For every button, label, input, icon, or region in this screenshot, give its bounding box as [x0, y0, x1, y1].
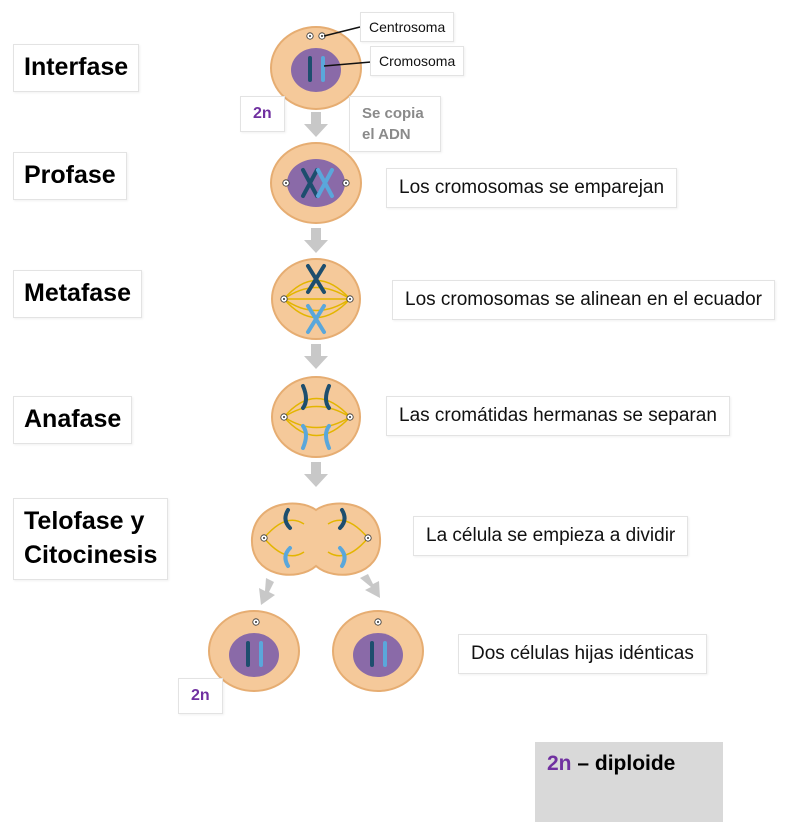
- daughter-cell-right: [332, 610, 424, 692]
- badge-2n-top: 2n: [240, 96, 285, 132]
- cell-telofase: [250, 502, 382, 576]
- centrosome: [280, 413, 288, 421]
- centrosome: [346, 295, 354, 303]
- phase-label-anafase: Anafase: [13, 396, 133, 444]
- chromosome-dark: [306, 264, 326, 294]
- phase-label-interfase: Interfase: [13, 44, 140, 92]
- phase-label-metafase: Metafase: [13, 270, 142, 318]
- chromosome-dark: [301, 384, 331, 410]
- chromosome-light: [321, 56, 325, 82]
- chromosome-dark: [308, 56, 312, 82]
- chromosome-light: [301, 424, 331, 450]
- arrow-down-right: [360, 574, 380, 598]
- cell-anafase: [271, 376, 361, 458]
- arrow-down-left: [259, 578, 275, 605]
- phase-label-telofase: Telofase y Citocinesis: [13, 498, 169, 580]
- cell-interfase: [270, 26, 372, 110]
- centrosome: [374, 618, 382, 626]
- cromosoma-pointer: [323, 61, 372, 67]
- centrosome: [364, 534, 372, 542]
- cell-metafase: [271, 258, 361, 340]
- arrow-down: [304, 462, 328, 487]
- centrosome: [282, 179, 290, 187]
- label-cromosoma: Cromosoma: [370, 46, 465, 76]
- centrosome: [306, 32, 314, 40]
- phase-label-telofase-line1: Telofase y: [24, 507, 145, 535]
- centrosome: [342, 179, 350, 187]
- daughter-cell-left: [208, 610, 300, 692]
- chromosome-light: [283, 546, 292, 568]
- chromosome-dark: [246, 641, 250, 667]
- label-se-copia: Se copia el ADN: [349, 96, 441, 152]
- centrosome: [280, 295, 288, 303]
- centrosome: [252, 618, 260, 626]
- chromosome-light: [316, 168, 334, 198]
- badge-2n-bottom: 2n: [178, 678, 223, 714]
- label-centrosoma: Centrosoma: [360, 12, 455, 42]
- phase-label-profase: Profase: [13, 152, 127, 200]
- chromosome-light: [383, 641, 387, 667]
- arrow-down: [304, 112, 328, 137]
- chromosome-dark: [370, 641, 374, 667]
- chromosome-light: [338, 546, 347, 568]
- centrosome: [260, 534, 268, 542]
- chromosome-light: [306, 304, 326, 334]
- desc-telofase: La célula se empieza a dividir: [413, 516, 689, 556]
- cell-profase: [270, 142, 362, 224]
- label-se-copia-line1: Se copia: [362, 105, 424, 122]
- desc-metafase: Los cromosomas se alinean en el ecuador: [392, 280, 775, 320]
- chromosome-dark: [338, 508, 347, 530]
- desc-hijas: Dos células hijas idénticas: [458, 634, 707, 674]
- centrosoma-pointer: [323, 26, 361, 37]
- legend-diploide-text: – diploide: [571, 752, 676, 775]
- desc-profase: Los cromosomas se emparejan: [386, 168, 678, 208]
- phase-label-telofase-line2: Citocinesis: [24, 540, 158, 569]
- legend-diploide: 2n – diploide: [535, 742, 723, 822]
- chromosome-dark: [301, 168, 319, 198]
- arrow-down: [304, 228, 328, 253]
- legend-2n: 2n: [547, 752, 572, 775]
- chromosome-dark: [283, 508, 292, 530]
- arrow-down: [304, 344, 328, 369]
- centrosome: [346, 413, 354, 421]
- label-se-copia-line2: el ADN: [362, 126, 411, 143]
- desc-anafase: Las cromátidas hermanas se separan: [386, 396, 730, 436]
- spindle: [283, 397, 351, 437]
- chromosome-light: [259, 641, 263, 667]
